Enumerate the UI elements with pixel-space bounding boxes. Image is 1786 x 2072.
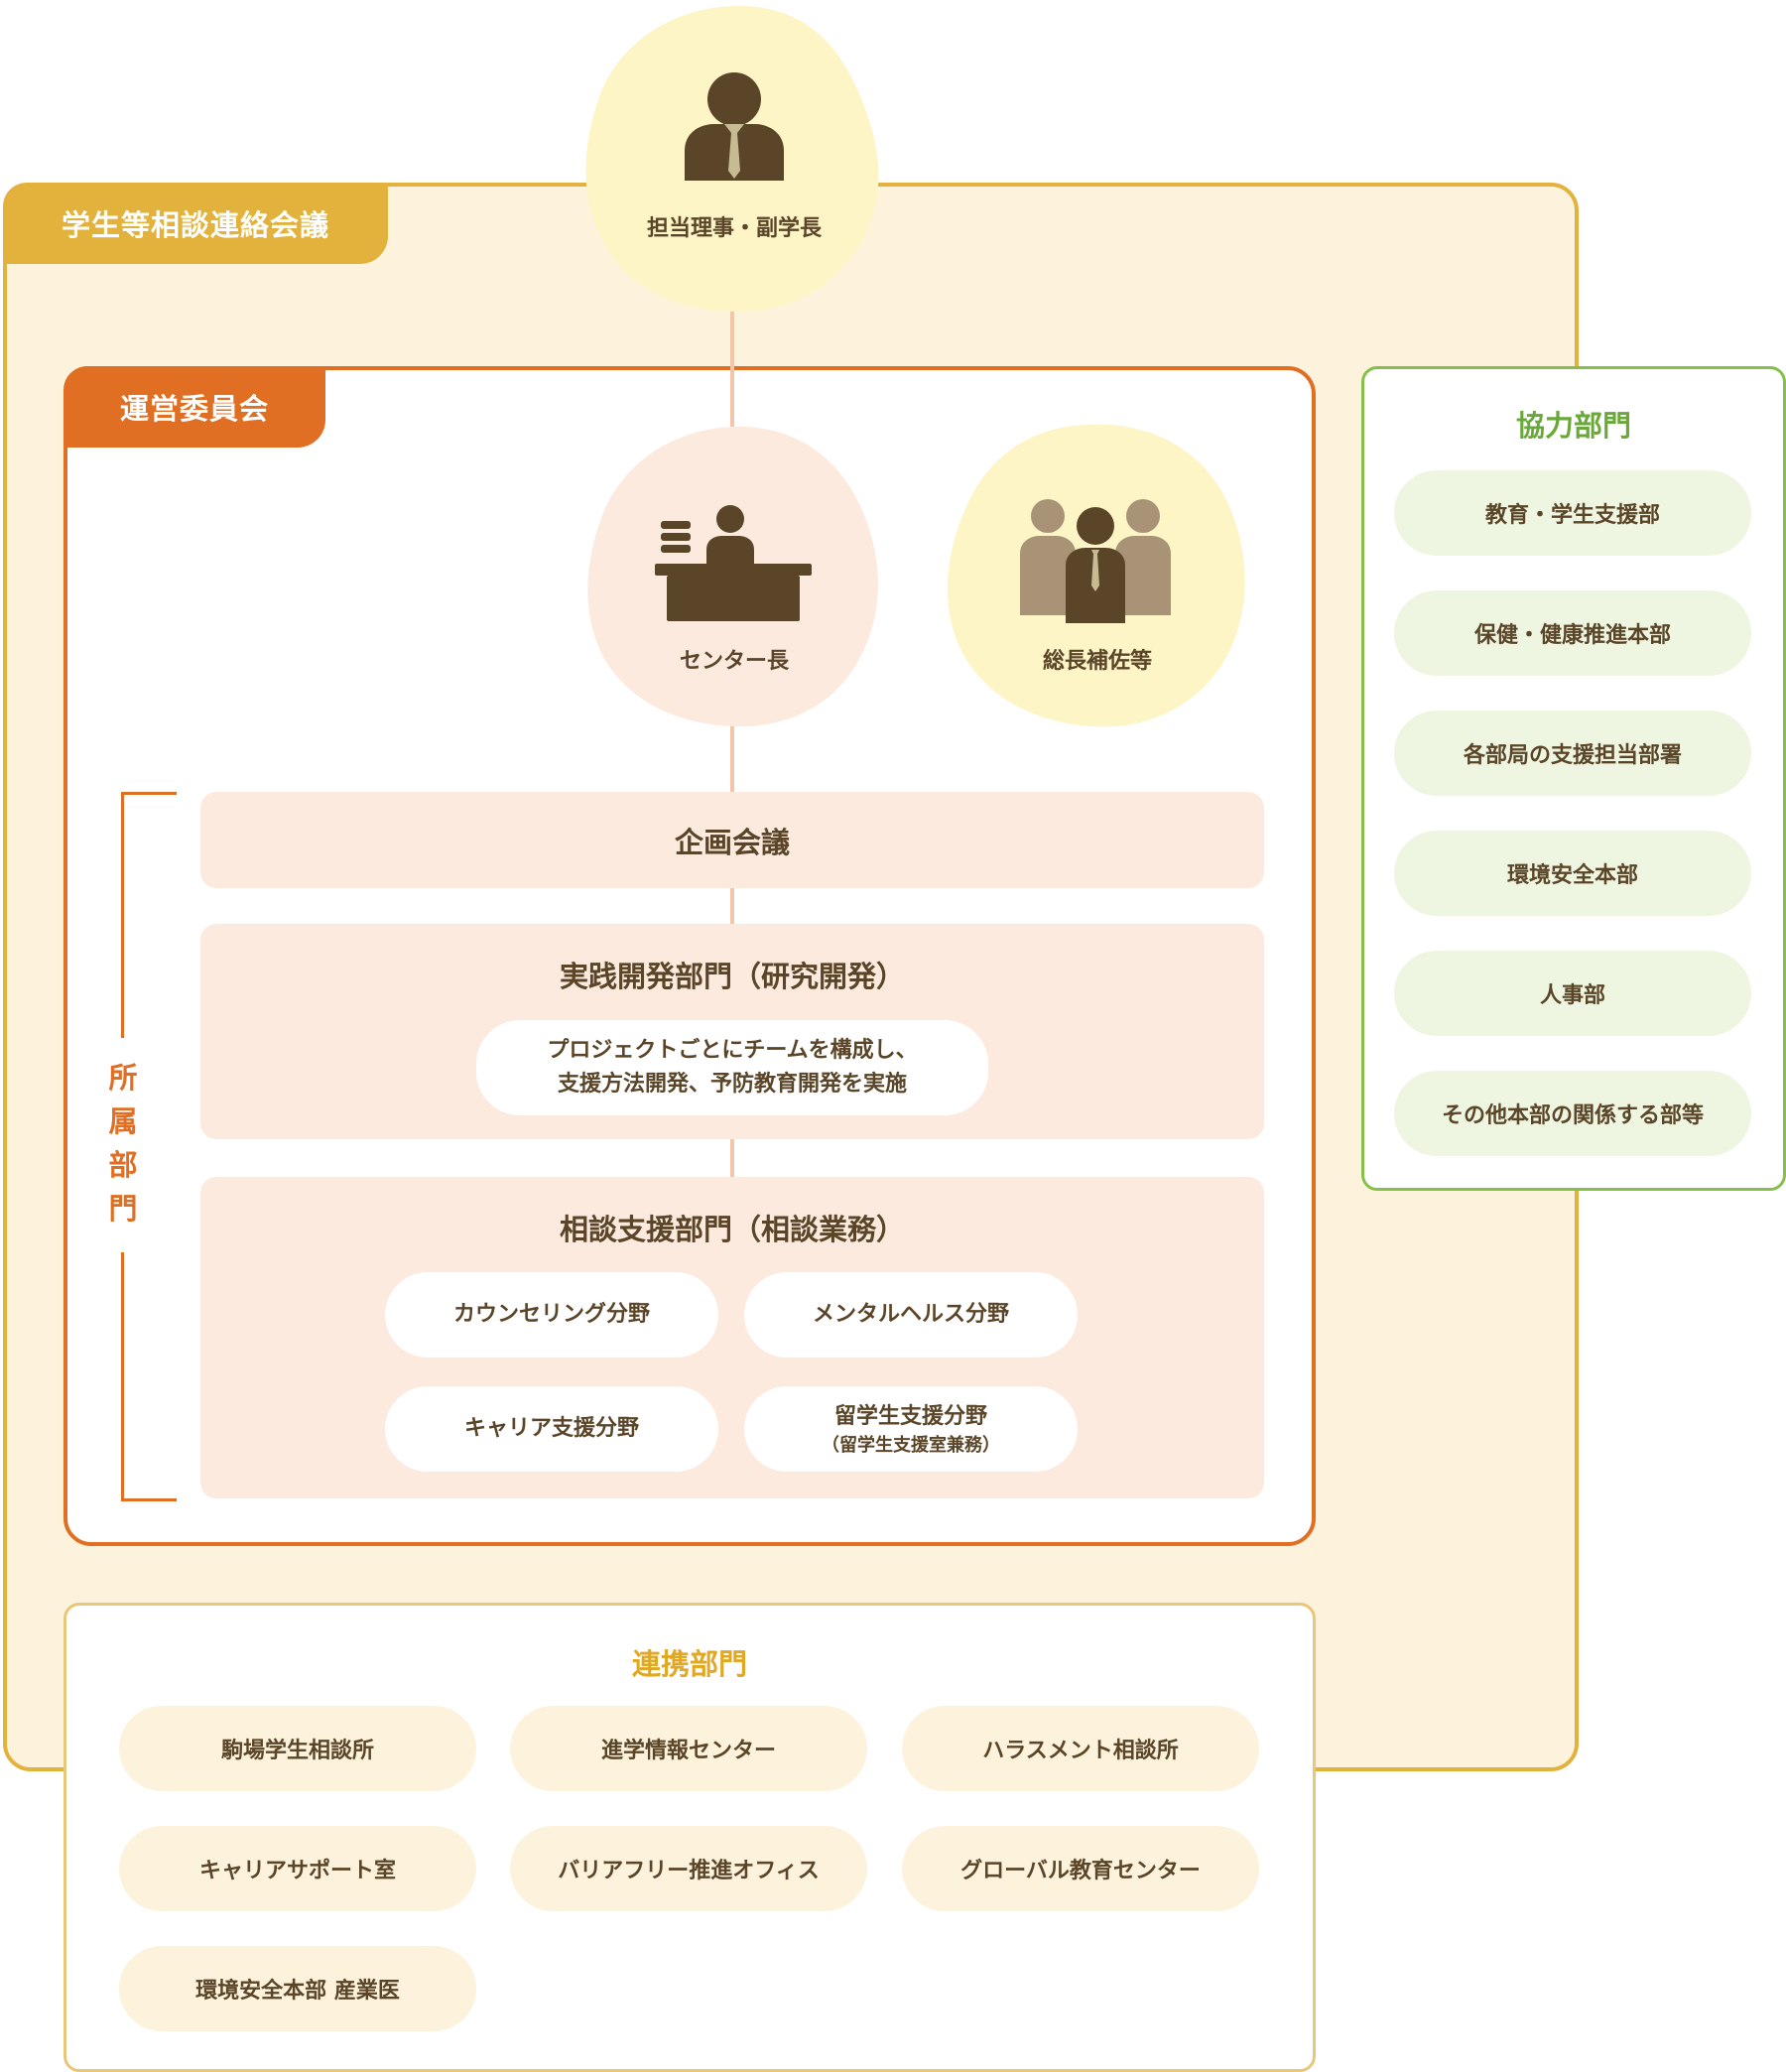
linkage-item: 環境安全本部 産業医: [119, 1946, 476, 2031]
center-head-label: センター長: [679, 649, 789, 674]
practice-desc-line1: プロジェクトごとにチームを構成し、: [547, 1038, 918, 1063]
affiliated-char: 属: [108, 1104, 138, 1138]
consult-field-intl-student: 留学生支援分野 （留学生支援室兼務）: [744, 1386, 1078, 1472]
president-aides-blob: [947, 424, 1245, 727]
linkage-item: ハラスメント相談所: [902, 1706, 1259, 1791]
connector-practice-consult: [730, 1139, 734, 1177]
cooperation-title: 協力部門: [1515, 409, 1631, 443]
connector-exec-center: [730, 308, 734, 427]
practice-section: 実践開発部門（研究開発） プロジェクトごとにチームを構成し、 支援方法開発、予防…: [200, 924, 1264, 1139]
executive-label: 担当理事・副学長: [646, 216, 822, 241]
desk-person-icon: [655, 505, 812, 621]
bracket-top: [121, 792, 177, 795]
cooperation-item: 保健・健康推進本部: [1394, 590, 1751, 676]
intl-field-sub: （留学生支援室兼務）: [822, 1435, 1000, 1456]
bracket-line-upper: [121, 792, 124, 1038]
connector-center-planning: [730, 724, 734, 796]
planning-title: 企画会議: [674, 825, 790, 859]
cooperation-item: 教育・学生支援部: [1394, 470, 1751, 556]
bracket-bottom: [121, 1498, 177, 1501]
president-aides-label: 総長補佐等: [1042, 649, 1152, 674]
group-people-icon: [1020, 499, 1171, 623]
intl-field-title: 留学生支援分野: [833, 1404, 987, 1429]
linkage-item: 駒場学生相談所: [119, 1706, 476, 1791]
committee-title: 運営委員会: [64, 366, 325, 448]
consult-field-counseling: カウンセリング分野: [385, 1272, 718, 1358]
practice-desc-line2: 支援方法開発、予防教育開発を実施: [557, 1072, 907, 1097]
consult-field-mental-health: メンタルヘルス分野: [744, 1272, 1078, 1358]
cooperation-item: その他本部の関係する部等: [1394, 1071, 1751, 1156]
practice-title: 実践開発部門（研究開発）: [559, 960, 905, 993]
council-title: 学生等相談連絡会議: [3, 183, 388, 264]
linkage-item: グローバル教育センター: [902, 1826, 1259, 1911]
bracket-line-lower: [121, 1252, 124, 1500]
affiliated-char: 門: [108, 1192, 138, 1226]
affiliated-label: 所 属 部 門: [91, 1056, 155, 1230]
consult-title: 相談支援部門（相談業務）: [559, 1213, 905, 1246]
linkage-item: バリアフリー推進オフィス: [510, 1826, 867, 1911]
cooperation-item: 環境安全本部: [1394, 831, 1751, 916]
planning-section: 企画会議: [200, 792, 1264, 888]
consult-section: 相談支援部門（相談業務） カウンセリング分野 メンタルヘルス分野 キャリア支援分…: [200, 1177, 1264, 1498]
executive-person-icon: [685, 72, 784, 181]
affiliated-char: 所: [108, 1061, 138, 1095]
affiliated-char: 部: [108, 1148, 138, 1182]
cooperation-item: 各部局の支援担当部署: [1394, 711, 1751, 796]
practice-description: プロジェクトごとにチームを構成し、 支援方法開発、予防教育開発を実施: [476, 1020, 988, 1115]
executive-blob: [585, 5, 879, 313]
linkage-item: キャリアサポート室: [119, 1826, 476, 1911]
consult-field-career: キャリア支援分野: [385, 1386, 718, 1472]
cooperation-item: 人事部: [1394, 951, 1751, 1036]
linkage-item: 進学情報センター: [510, 1706, 867, 1791]
center-head-blob: [587, 426, 878, 727]
connector-planning-practice: [730, 888, 734, 924]
linkage-title: 連携部門: [631, 1647, 747, 1681]
